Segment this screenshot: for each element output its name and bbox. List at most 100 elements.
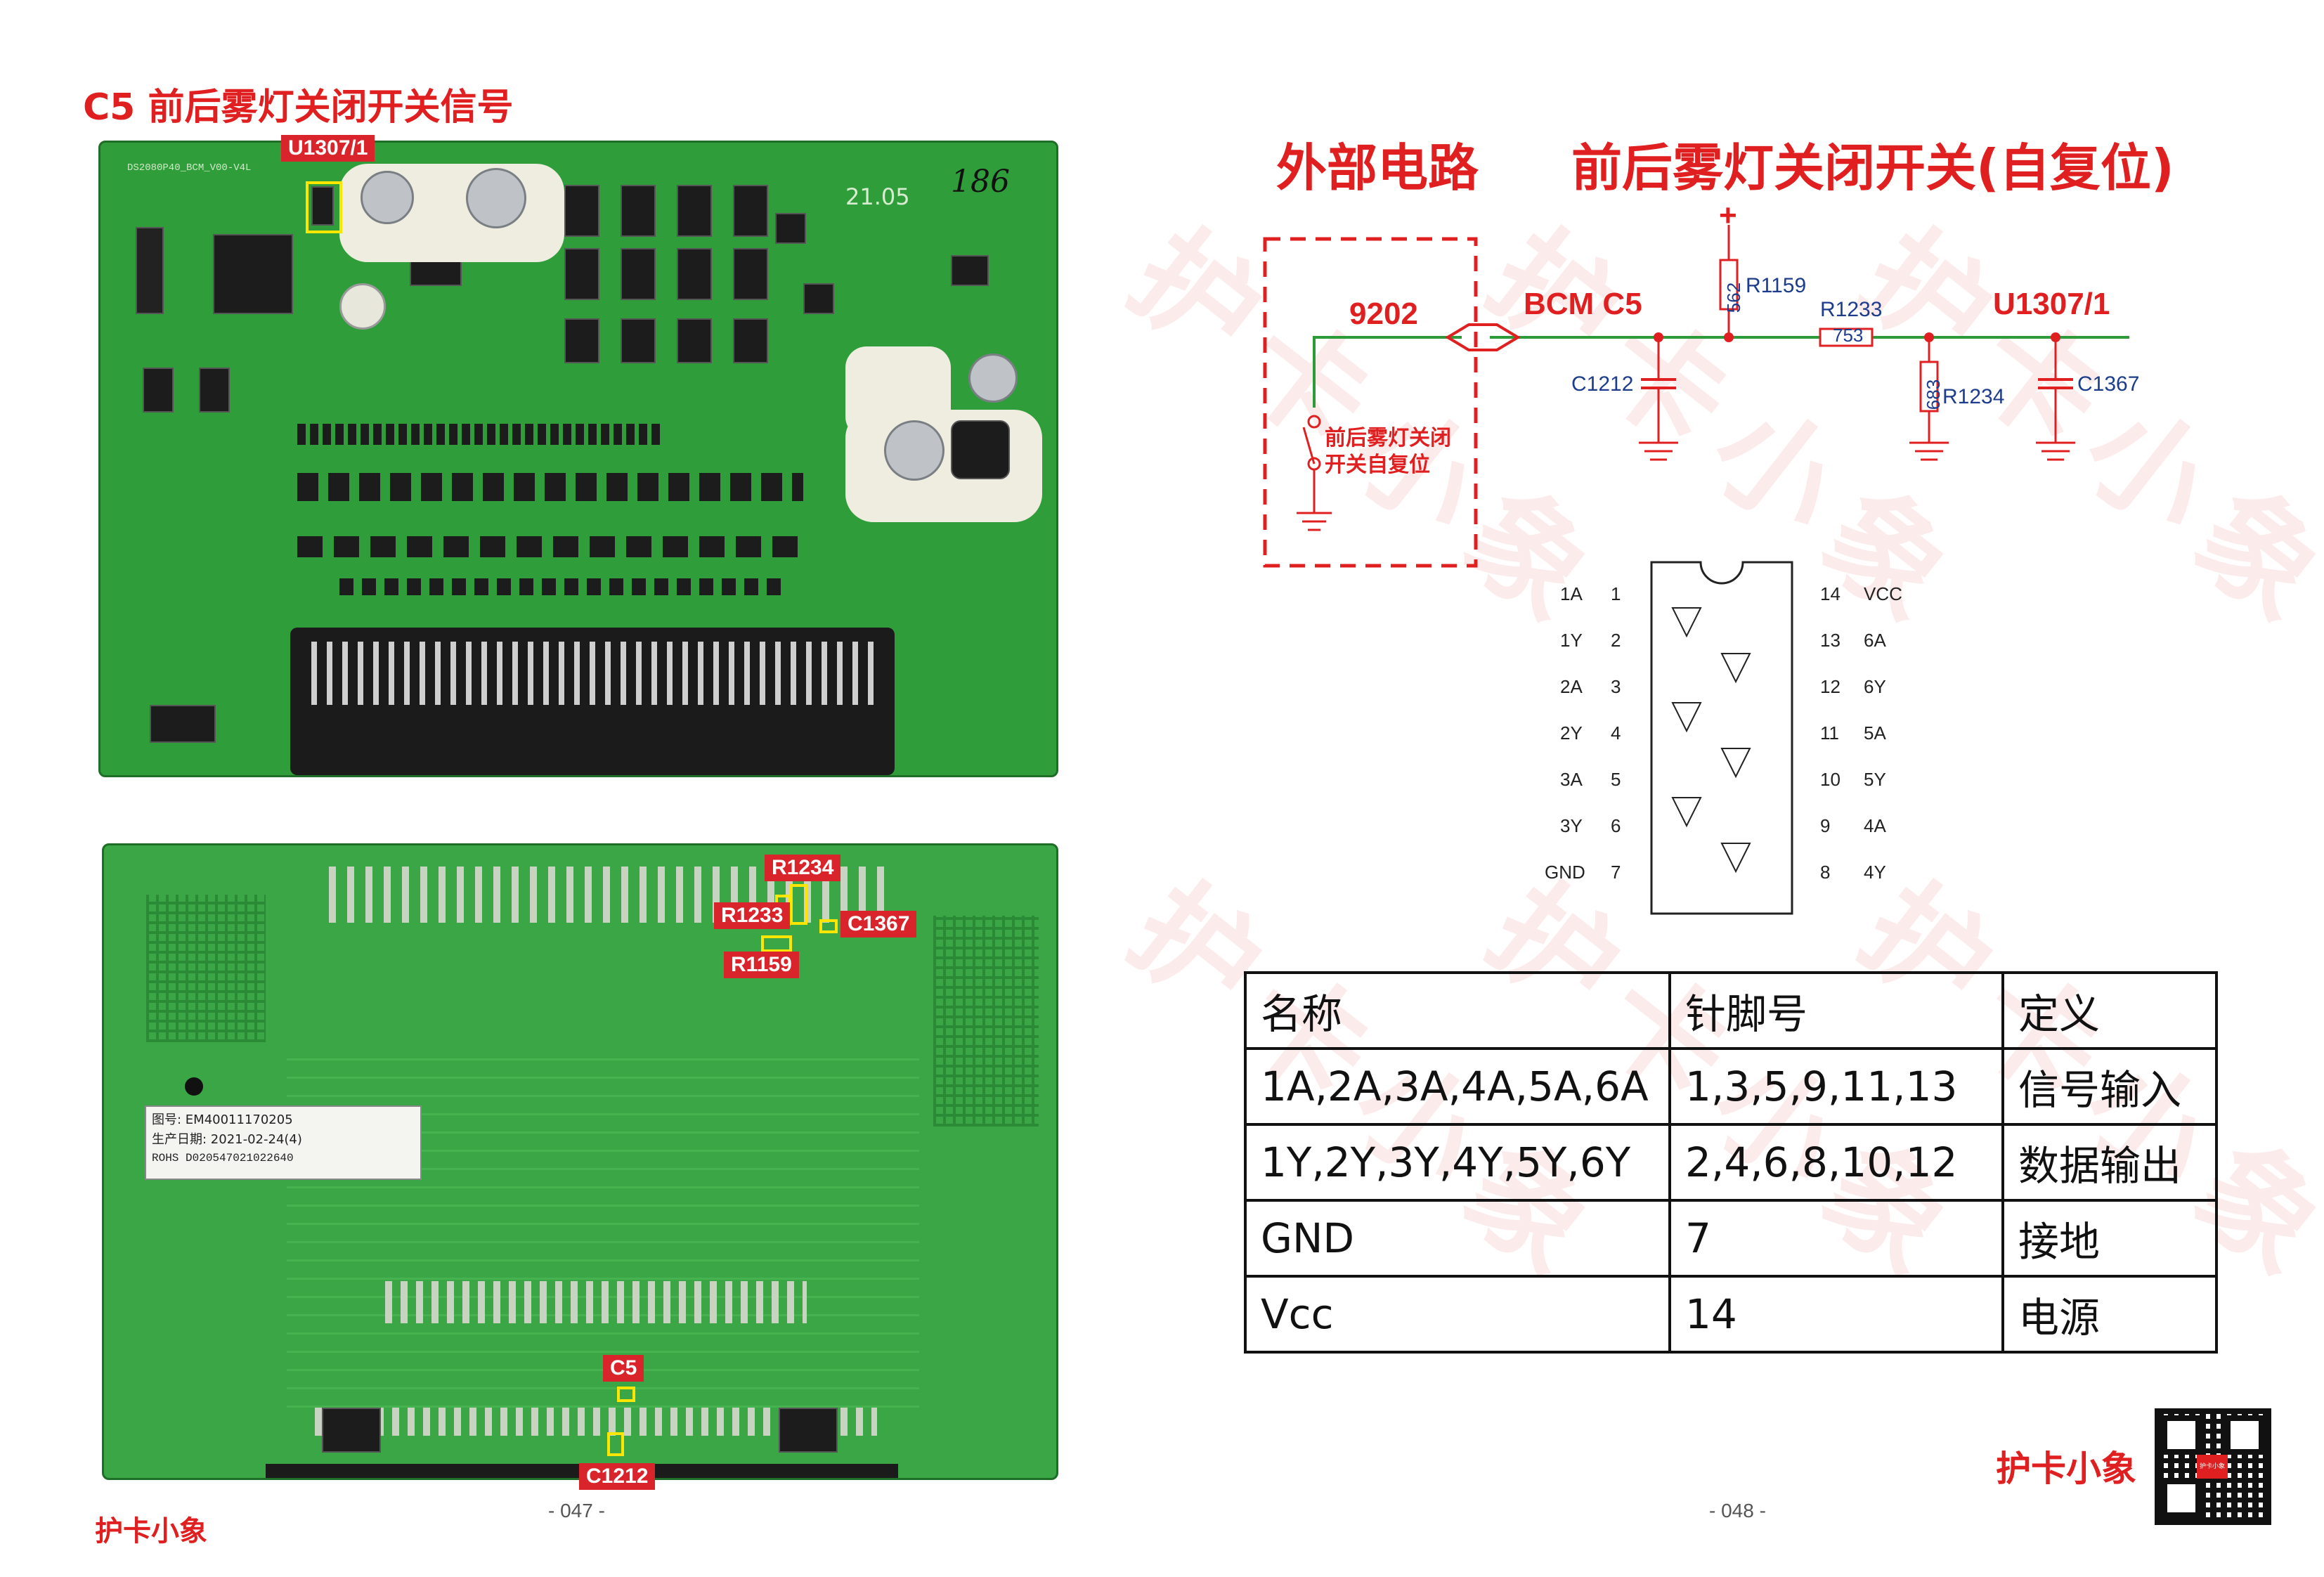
table-cell: 1,3,5,9,11,13 bbox=[1668, 1047, 2004, 1126]
qr-code-icon[interactable]: 护卡小象 bbox=[2155, 1408, 2271, 1525]
r1234-value: 683 bbox=[1923, 379, 1945, 410]
callout-r1159: R1159 bbox=[724, 952, 799, 978]
qr-finder-tl bbox=[2162, 1415, 2201, 1455]
table-cell: 电源 bbox=[2001, 1275, 2218, 1354]
left-pin-num: 5 bbox=[1611, 769, 1621, 790]
right-pin-name: 5A bbox=[1864, 722, 1886, 744]
left-pin-num: 4 bbox=[1611, 722, 1621, 744]
small-chip-2 bbox=[803, 283, 834, 314]
product-label: 图号: EM40011170205 生产日期: 2021-02-24(4) RO… bbox=[145, 1105, 422, 1180]
right-pin-name: 5Y bbox=[1864, 769, 1886, 790]
left-pin-name: 1Y bbox=[1560, 630, 1583, 651]
switch-label-line2: 开关自复位 bbox=[1325, 453, 1430, 477]
table-cell: 7 bbox=[1668, 1199, 2004, 1278]
callout-r1234: R1234 bbox=[765, 855, 841, 881]
ic-body bbox=[1650, 561, 1793, 915]
callout-c5: C5 bbox=[603, 1355, 644, 1382]
pcb-top-silk-model: DS2080P40_BCM_V00-V4L bbox=[127, 162, 252, 174]
capacitor-1 bbox=[361, 171, 414, 224]
pcb-top-silk-date: 21.05 bbox=[845, 183, 910, 210]
pcb-components-mid bbox=[385, 1281, 807, 1323]
table-cell: 2,4,6,8,10,12 bbox=[1668, 1123, 2004, 1202]
right-pin-name: 4Y bbox=[1864, 862, 1886, 883]
relay-driver-9 bbox=[564, 318, 599, 363]
capacitor-4 bbox=[968, 353, 1018, 403]
vcc-plus: + bbox=[1719, 198, 1737, 233]
left-pin-name: 3A bbox=[1560, 769, 1583, 790]
right-pin-row: 12 6Y bbox=[1813, 676, 1919, 704]
left-pin-num: 7 bbox=[1611, 862, 1621, 883]
r1233-ref: R1233 bbox=[1820, 298, 1883, 321]
capacitor-5 bbox=[884, 420, 944, 481]
r1159-ref: R1159 bbox=[1746, 274, 1807, 297]
relay-driver-3 bbox=[677, 185, 712, 237]
mcu-chip bbox=[213, 234, 293, 314]
table-cell: 数据输出 bbox=[2001, 1123, 2218, 1202]
table-cell: 信号输入 bbox=[2001, 1047, 2218, 1126]
small-chip-1 bbox=[775, 213, 806, 244]
table-cell: Vcc bbox=[1244, 1275, 1671, 1354]
right-pin-num: 14 bbox=[1820, 583, 1841, 604]
r1234-highlight bbox=[789, 884, 807, 925]
right-pin-num: 8 bbox=[1820, 862, 1831, 883]
switch-blade bbox=[1302, 427, 1316, 465]
left-pin-name: 2A bbox=[1560, 676, 1583, 697]
heading-switch: 前后雾灯关闭开关(自复位) bbox=[1571, 138, 2174, 197]
left-pin-row: 3A 5 bbox=[1532, 769, 1637, 797]
table-cell: 1Y,2Y,3Y,4Y,5Y,6Y bbox=[1244, 1123, 1671, 1202]
relay-driver-2 bbox=[621, 185, 656, 237]
page-number-right: - 048 - bbox=[1709, 1500, 1766, 1521]
inverter-4 bbox=[1720, 748, 1751, 779]
ic-pinout-diagram bbox=[1650, 561, 1793, 915]
r1159-body bbox=[1719, 259, 1739, 311]
heading-external-circuit: 外部电路 bbox=[1276, 138, 1479, 197]
brand-logo-right: 护卡小象 bbox=[1996, 1448, 2136, 1489]
bottom-chip-right bbox=[779, 1408, 838, 1453]
inverter-2 bbox=[1720, 653, 1751, 684]
relay-driver-11 bbox=[677, 318, 712, 363]
left-pin-num: 2 bbox=[1611, 630, 1621, 651]
product-label-line3: ROHS D020547021022640 bbox=[152, 1152, 294, 1164]
c1367-ref: C1367 bbox=[2077, 372, 2140, 396]
r1159-highlight bbox=[761, 935, 792, 952]
relay-driver-8 bbox=[733, 248, 768, 300]
switch-contact-top bbox=[1307, 415, 1321, 429]
brand-logo-left: 护卡小象 bbox=[95, 1515, 207, 1547]
left-pin-name: 3Y bbox=[1560, 815, 1583, 836]
table-cell: 14 bbox=[1668, 1275, 2004, 1354]
pin-definition-table: 名称 针脚号 定义 1A,2A,3A,4A,5A,6A 1,3,5,9,11,1… bbox=[1244, 971, 2218, 1354]
resistor-row-2 bbox=[297, 473, 803, 501]
qr-finder-tr bbox=[2225, 1415, 2264, 1455]
switch-label-line1: 前后雾灯关闭 bbox=[1325, 426, 1451, 450]
side-chip-2 bbox=[199, 368, 230, 413]
qr-finder-bl bbox=[2162, 1479, 2201, 1518]
small-chip-3 bbox=[951, 255, 989, 286]
pcb-top-photo: DS2080P40_BCM_V00-V4L 21.05 186 bbox=[98, 141, 1058, 777]
right-pin-name: 6Y bbox=[1864, 676, 1886, 697]
right-pin-num: 12 bbox=[1820, 676, 1841, 697]
callout-c1367: C1367 bbox=[840, 911, 917, 937]
net-u1307: U1307/1 bbox=[1993, 287, 2110, 321]
bottom-chip-left bbox=[322, 1408, 381, 1453]
table-row: 1A,2A,3A,4A,5A,6A 1,3,5,9,11,13 信号输入 bbox=[1244, 1047, 2218, 1126]
callout-r1233: R1233 bbox=[714, 902, 791, 929]
table-header: 名称 bbox=[1244, 971, 1671, 1050]
right-pin-num: 9 bbox=[1820, 815, 1831, 836]
c1212-ref: C1212 bbox=[1571, 372, 1634, 396]
table-cell: GND bbox=[1244, 1199, 1671, 1278]
right-pin-name: 6A bbox=[1864, 630, 1886, 651]
inverter-1 bbox=[1671, 607, 1702, 638]
table-header-row: 名称 针脚号 定义 bbox=[1244, 971, 2218, 1050]
table-row: 1Y,2Y,3Y,4Y,5Y,6Y 2,4,6,8,10,12 数据输出 bbox=[1244, 1123, 2218, 1202]
connector-symbol bbox=[1445, 323, 1521, 351]
table-header: 定义 bbox=[2001, 971, 2218, 1050]
left-pin-name: 2Y bbox=[1560, 722, 1583, 744]
qr-center-badge: 护卡小象 bbox=[2197, 1455, 2228, 1479]
